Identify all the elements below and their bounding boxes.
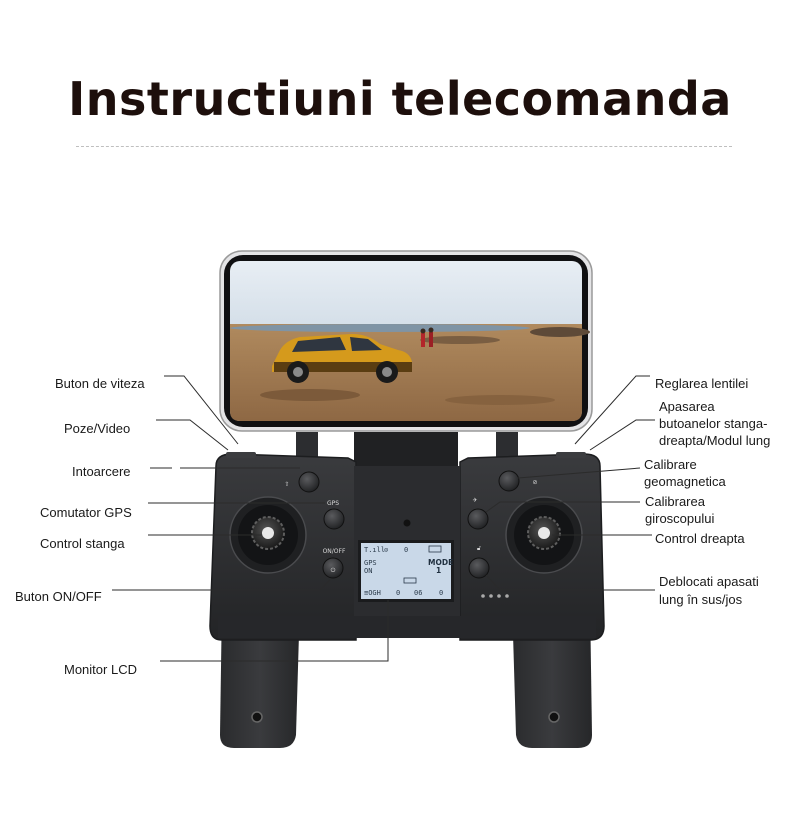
lcd-mode-value: 1 xyxy=(436,566,441,575)
power-icon: ⏻ xyxy=(331,567,336,574)
indicator-dots xyxy=(481,594,509,598)
svg-text:≡OGH: ≡OGH xyxy=(364,589,381,597)
label-long-press-1: Apasarea xyxy=(659,399,715,414)
gps-button-mark: GPS xyxy=(327,500,339,507)
lcd-monitor: T.ıll ⊙ 0 GPS ON MODE 1 ≡OGH 0 06 0 xyxy=(358,540,454,602)
label-return: Intoarcere xyxy=(72,464,131,479)
left-joystick[interactable] xyxy=(229,496,307,574)
unlock-icon: 🔓︎ xyxy=(477,545,481,552)
gyro-button[interactable] xyxy=(467,508,489,530)
compass-icon: ⊘ xyxy=(532,479,537,486)
gyro-icon: ✈ xyxy=(472,497,477,504)
phone[interactable] xyxy=(219,250,593,432)
car-image xyxy=(272,334,412,383)
label-long-press-3: dreapta/Modul lung xyxy=(659,433,770,448)
lcd-bottom-left: 0 xyxy=(396,589,400,597)
title-divider xyxy=(76,146,732,147)
label-speed-button: Buton de viteza xyxy=(55,376,145,391)
label-long-press-2: butoanelor stanga- xyxy=(659,416,767,431)
label-gps-switch: Comutator GPS xyxy=(40,505,132,520)
geomagnetic-button[interactable] xyxy=(498,470,520,492)
lcd-mode: MODE xyxy=(428,558,453,567)
lcd-on: ON xyxy=(364,567,372,575)
on-off-button-mark: ON/OFF xyxy=(323,548,346,555)
label-unlock-2: lung în sus/jos xyxy=(659,592,743,607)
label-right-control: Control dreapta xyxy=(655,531,745,546)
return-button[interactable] xyxy=(298,471,320,493)
people-image xyxy=(420,327,434,347)
right-joystick[interactable] xyxy=(505,496,583,574)
label-gyro-1: Calibrarea xyxy=(645,494,706,509)
phone-holder xyxy=(296,432,518,472)
label-on-off: Buton ON/OFF xyxy=(15,589,102,604)
label-geomag-1: Calibrare xyxy=(644,457,697,472)
label-left-control: Control stanga xyxy=(40,536,125,551)
unlock-button[interactable] xyxy=(468,557,490,579)
right-shoulder-button[interactable] xyxy=(556,452,586,458)
leader-lines xyxy=(112,375,655,662)
return-icon: ⇧ xyxy=(284,481,289,488)
lcd-bottom-mid: 06 xyxy=(414,589,422,597)
on-off-button[interactable]: ⏻ xyxy=(322,557,344,579)
lcd-bottom-right: 0 xyxy=(439,589,443,597)
left-shoulder-button[interactable] xyxy=(226,452,256,458)
label-gyro-2: giroscopului xyxy=(645,511,714,526)
label-geomag-2: geomagnetica xyxy=(644,474,726,489)
svg-text:0: 0 xyxy=(404,546,408,554)
gps-button[interactable] xyxy=(323,508,345,530)
label-lens-adjust: Reglarea lentilei xyxy=(655,376,748,391)
lcd-gps: GPS xyxy=(364,559,377,567)
svg-text:⊙: ⊙ xyxy=(384,546,388,554)
label-lcd-monitor: Monitor LCD xyxy=(64,662,137,677)
label-unlock-1: Deblocati apasati xyxy=(659,574,759,589)
svg-text:T.ıll: T.ıll xyxy=(364,546,385,554)
phone-screen-photo xyxy=(230,261,590,421)
label-photo-video: Poze/Video xyxy=(64,421,130,436)
page-title: Instructiuni telecomanda xyxy=(68,72,732,126)
